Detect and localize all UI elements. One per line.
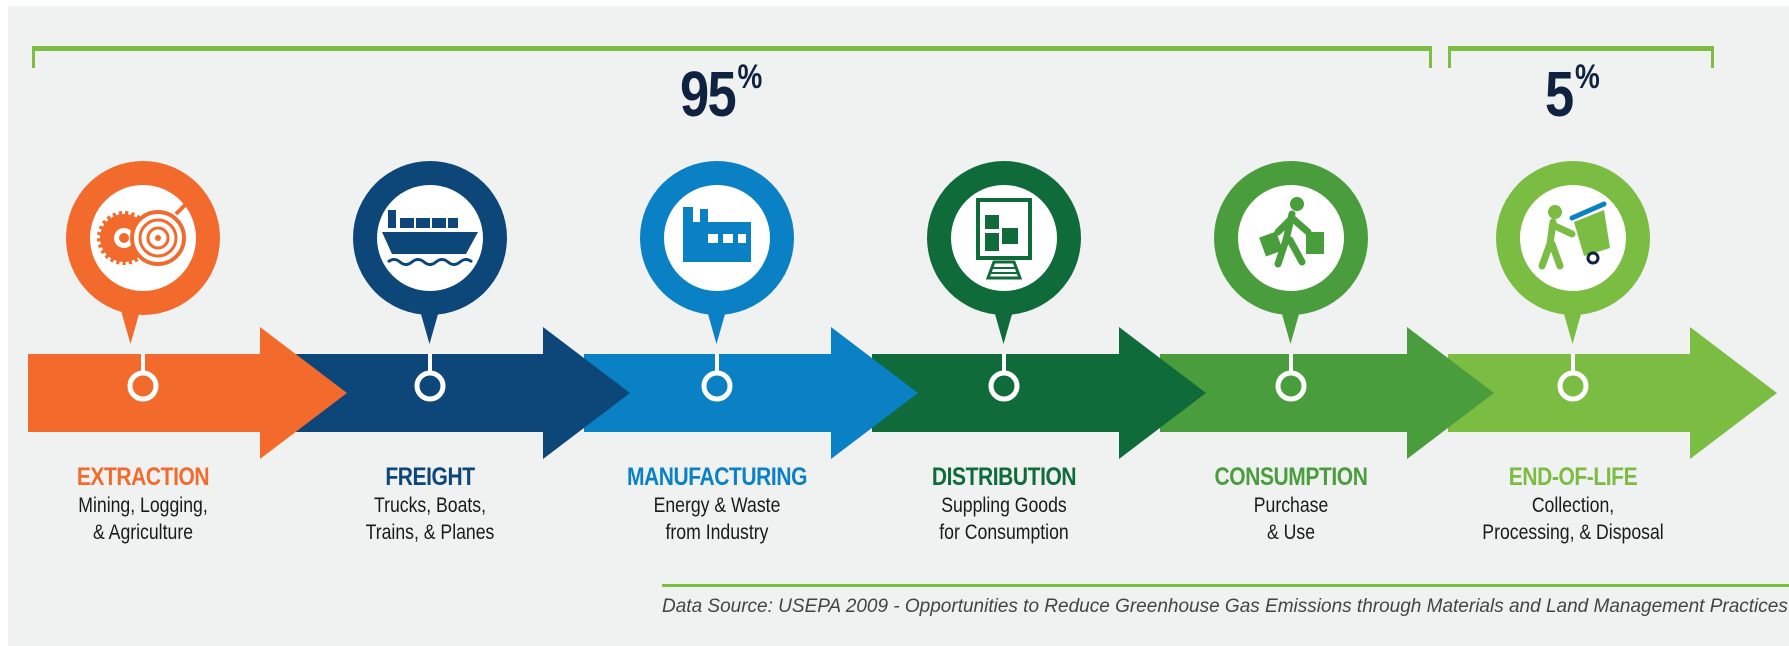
stage-distribution-text: DISTRIBUTION Suppling Goods for Consumpt… <box>884 462 1124 546</box>
waste-bin-icon <box>1538 201 1610 270</box>
stage-consumption-pin <box>1214 161 1368 402</box>
stage-title-consumption: CONSUMPTION <box>1214 463 1368 491</box>
infographic-panel <box>8 6 1789 646</box>
stage-desc-freight: Trucks, Boats, Trains, & Planes <box>365 494 495 544</box>
conveyor-boxes-icon <box>976 198 1032 280</box>
data-source-note: Data Source: USEPA 2009 - Opportunities … <box>662 596 1788 617</box>
arrow-manufacturing <box>584 327 918 459</box>
percent-5: 5% <box>1545 60 1600 126</box>
stage-desc-extraction: Mining, Logging, & Agriculture <box>78 494 208 544</box>
stage-desc-manufacturing: Energy & Waste from Industry <box>653 494 781 544</box>
percent-5-unit: % <box>1575 58 1600 96</box>
log-saw-icon <box>97 202 188 266</box>
bracket-5 <box>1448 46 1714 68</box>
stage-desc-distribution: Suppling Goods for Consumption <box>939 494 1069 544</box>
stage-manufacturing-text: MANUFACTURING Energy & Waste from Indust… <box>597 462 837 546</box>
stage-title-manufacturing: MANUFACTURING <box>626 463 808 491</box>
arrow-distribution <box>872 327 1206 459</box>
shopper-bags-icon <box>1259 197 1324 268</box>
stage-title-extraction: EXTRACTION <box>76 463 210 491</box>
stage-title-end-of-life: END-OF-LIFE <box>1508 463 1638 491</box>
stage-title-distribution: DISTRIBUTION <box>931 463 1077 491</box>
stage-desc-end-of-life: Collection, Processing, & Disposal <box>1482 494 1664 544</box>
stage-desc-consumption: Purchase & Use <box>1253 494 1329 544</box>
stage-extraction-text: EXTRACTION Mining, Logging, & Agricultur… <box>23 462 263 546</box>
arrow-extraction <box>28 327 347 459</box>
source-divider <box>662 584 1789 587</box>
stage-end-of-life-text: END-OF-LIFE Collection, Processing, & Di… <box>1453 462 1693 546</box>
bracket-95 <box>32 46 1432 68</box>
arrow-freight <box>296 327 630 459</box>
stage-end-of-life-pin <box>1496 161 1650 402</box>
stage-manufacturing-pin <box>640 161 794 402</box>
stage-title-freight: FREIGHT <box>385 463 475 491</box>
stage-freight-pin <box>353 161 507 402</box>
arrow-consumption <box>1160 327 1494 459</box>
stage-extraction-pin <box>66 161 220 402</box>
factory-icon <box>683 207 751 262</box>
percent-95-unit: % <box>737 58 763 96</box>
arrow-end-of-life <box>1448 327 1777 459</box>
stage-consumption-text: CONSUMPTION Purchase & Use <box>1171 462 1411 546</box>
percent-95-value: 95 <box>680 58 737 130</box>
stage-freight-text: FREIGHT Trucks, Boats, Trains, & Planes <box>310 462 550 546</box>
percent-5-value: 5 <box>1545 58 1574 130</box>
percent-95: 95% <box>680 60 762 126</box>
cargo-ship-icon <box>382 210 478 266</box>
stage-distribution-pin <box>927 161 1081 402</box>
